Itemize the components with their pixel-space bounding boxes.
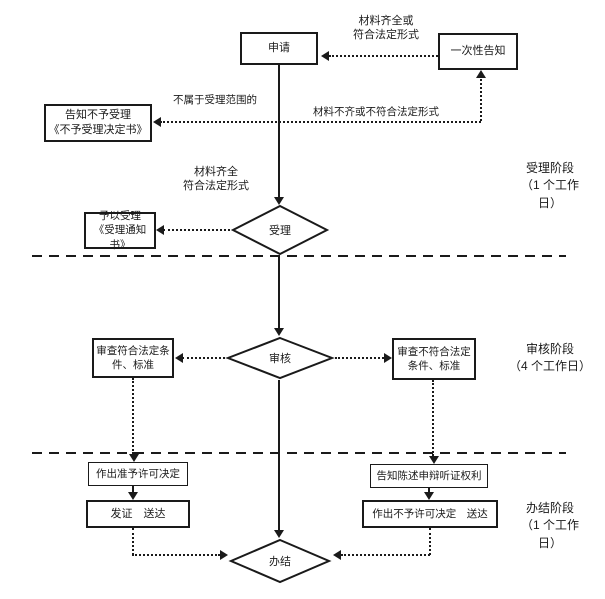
phase-divider-2 — [32, 452, 566, 454]
node-one-time-notice: 一次性告知 — [438, 33, 518, 70]
phase-divider-1 — [32, 255, 566, 257]
review-diamond-shape — [225, 336, 335, 380]
arrowhead-left-into-review-pass — [175, 353, 183, 363]
edge-up-to-one-time-notice — [480, 76, 482, 121]
node-reject-notice: 告知不予受理 《不予受理决定书》 — [44, 104, 152, 142]
arrowhead-down-into-grant — [129, 454, 139, 462]
edge-hearing-to-deny — [428, 488, 430, 493]
arrowhead-up-into-one-time-notice — [476, 70, 486, 78]
arrowhead-down-into-hearing — [429, 456, 439, 464]
edge-issue-down — [132, 528, 134, 555]
arrowhead-down-into-deny — [424, 492, 434, 500]
arrowhead-down-into-review — [274, 328, 284, 336]
node-deny-decision: 作出不予许可决定 送达 — [362, 500, 498, 528]
node-review-diamond: 审核 — [225, 336, 335, 380]
stage-label-accept: 受理阶段 （1 个工作 日） — [520, 161, 579, 210]
edge-issue-to-complete — [132, 554, 220, 556]
node-apply: 申请 — [240, 32, 318, 65]
arrowhead-down-into-accept — [274, 197, 284, 205]
accept-diamond-label: 受理 — [269, 225, 291, 237]
node-grant-decision: 作出准予许可决定 — [88, 462, 188, 486]
edge-label-out-of-scope: 不属于受理范围的 — [173, 94, 257, 106]
node-hearing-rights: 告知陈述申辩听证权利 — [370, 464, 488, 488]
node-complete-diamond: 办结 — [228, 538, 332, 584]
edge-label-materials-complete-mid: 材料齐全 符合法定形式 — [183, 166, 249, 193]
node-issue-deliver: 发证 送达 — [86, 500, 190, 528]
edge-apply-to-accept — [278, 65, 280, 197]
edge-review-to-fail — [335, 357, 384, 359]
edge-grant-to-issue — [132, 486, 134, 493]
edge-accept-to-review — [278, 256, 280, 328]
node-accept-diamond: 受理 — [230, 204, 330, 256]
edge-pass-down — [132, 378, 134, 454]
accept-diamond-shape — [230, 204, 330, 256]
arrowhead-left-into-apply — [321, 51, 329, 61]
edge-label-materials-complete-top: 材料齐全或 符合法定形式 — [353, 15, 419, 42]
complete-diamond-label: 办结 — [269, 556, 291, 568]
edge-accept-to-notice — [163, 229, 230, 231]
node-review-fail: 审查不符合法定 条件、标准 — [392, 338, 476, 380]
arrowhead-left-into-reject-notice — [153, 117, 161, 127]
arrowhead-left-into-complete — [333, 550, 341, 560]
edge-label-materials-incomplete: 材料不齐或不符合法定形式 — [313, 106, 439, 118]
node-review-pass: 审查符合法定条 件、标准 — [92, 338, 174, 378]
arrowhead-down-into-complete — [274, 530, 284, 538]
arrowhead-right-into-review-fail — [384, 353, 392, 363]
edge-deny-to-complete — [341, 554, 430, 556]
review-diamond-label: 审核 — [269, 353, 291, 365]
edge-fail-down — [432, 380, 434, 456]
arrowhead-right-into-complete — [220, 550, 228, 560]
arrowhead-left-into-accept-notice — [156, 225, 164, 235]
complete-diamond-shape — [228, 538, 332, 584]
stage-label-complete: 办结阶段 （1 个工作 日） — [520, 501, 579, 550]
edge-incomplete-branch — [160, 121, 481, 123]
edge-deny-down — [429, 528, 431, 555]
arrowhead-down-into-issue — [128, 492, 138, 500]
node-accept-notice: 予以受理 《受理通知书》 — [84, 210, 156, 251]
edge-review-to-complete — [278, 380, 280, 530]
edge-notice-to-apply — [329, 55, 438, 57]
edge-review-to-pass — [182, 357, 225, 359]
stage-label-review: 审核阶段 （4 个工作日） — [508, 342, 591, 374]
